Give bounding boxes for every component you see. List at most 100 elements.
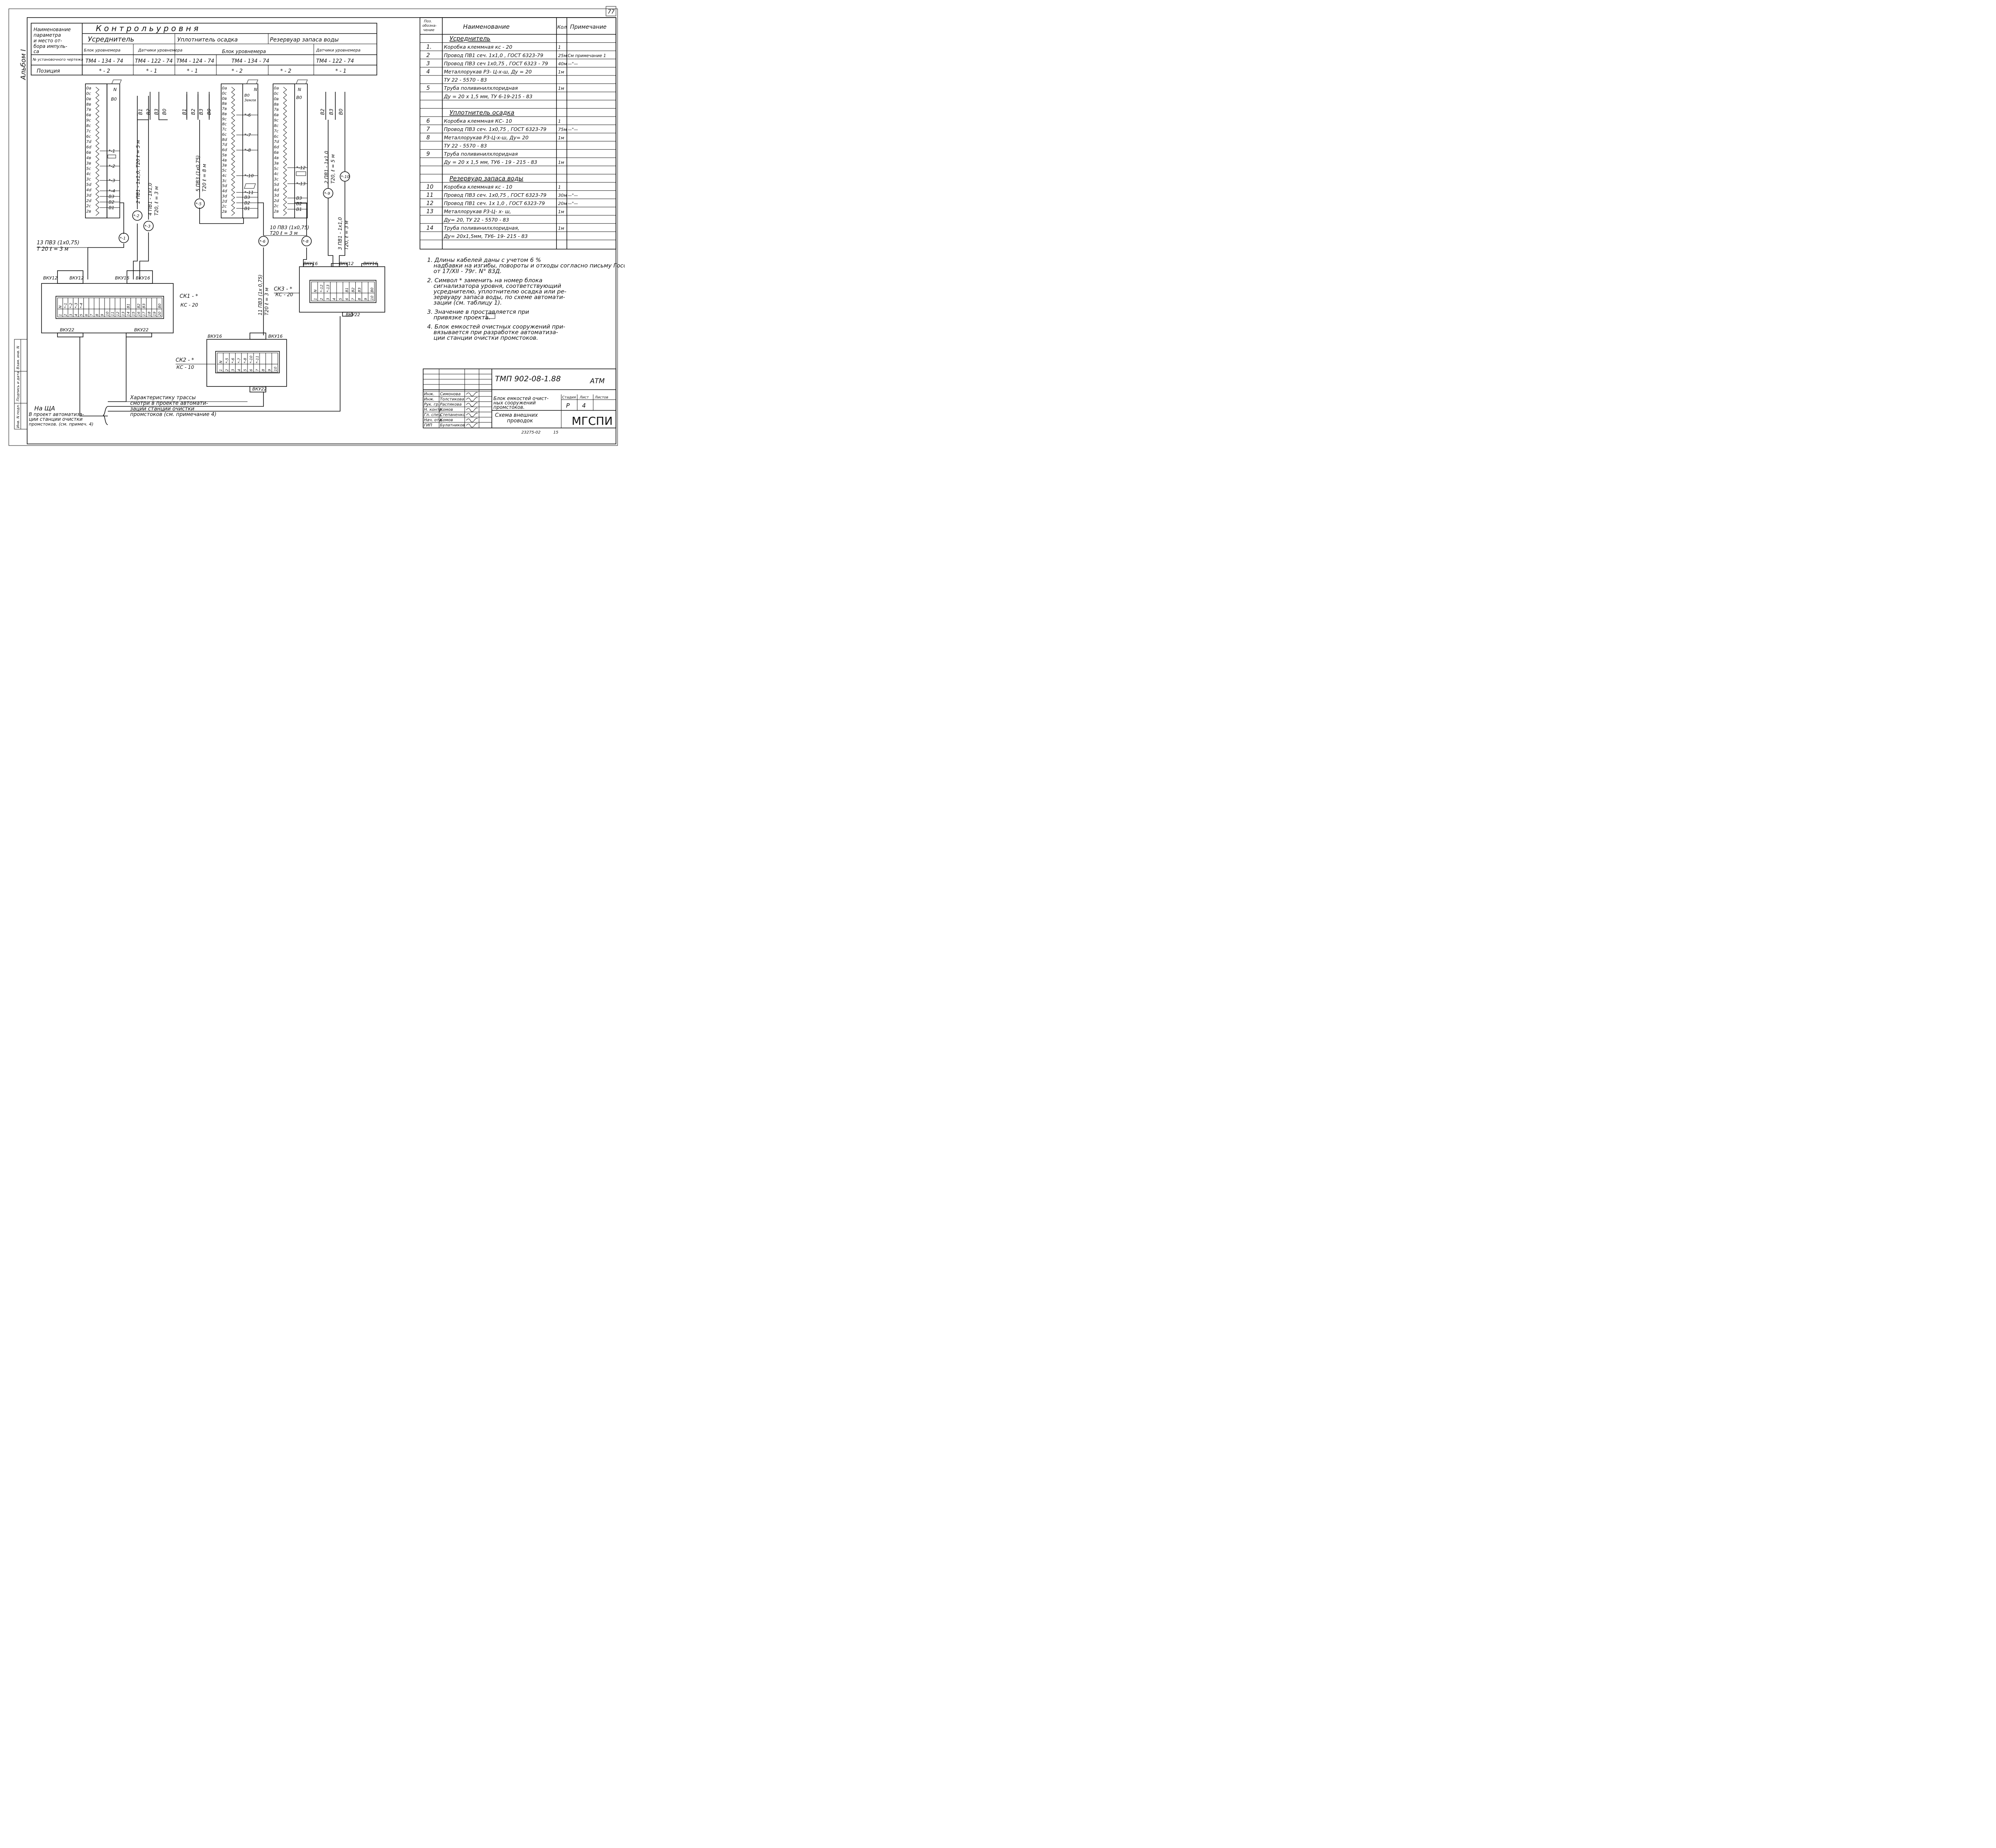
spec-pos: 9: [426, 151, 430, 157]
terminal-label: 4c: [86, 172, 91, 176]
param-label-5: са: [34, 49, 39, 54]
tb-signature: [466, 402, 478, 407]
route-note-2: смотри в проекте автомати-: [130, 400, 208, 406]
terminal-label: 7d: [222, 143, 227, 147]
param-title: К о н т р о л ь у р о в н я: [96, 24, 198, 33]
doc-code: ТМП 902-08-1.88: [495, 374, 561, 383]
cell-number: 4: [74, 314, 78, 316]
param-label-1: Наименование: [34, 27, 71, 32]
spec-pos: 13: [426, 208, 434, 215]
cell-number: 1: [59, 314, 63, 316]
strip-tag: N: [298, 87, 301, 92]
run-c5-down: [199, 208, 244, 224]
spec-pos: 8: [426, 135, 430, 141]
spec-pos: 6: [426, 118, 430, 125]
terminal-label: 3d: [274, 193, 279, 198]
tb-role: Гл. спец.: [424, 413, 443, 417]
spec-qty: 30м: [558, 193, 567, 198]
wiring-diagram: 0a0c0в8в7в6в9c8c7c6c7d6d6в4в3в5c4c3c5d4d…: [29, 79, 385, 427]
spec-name: Ду = 20 х 1,5 мм, ТУ 6-19-215 - 83: [444, 93, 533, 99]
doc-title-2: ных сооружений: [493, 400, 536, 406]
strip-tag: В0: [244, 93, 250, 98]
terminal-label: 0c: [86, 91, 91, 96]
cell-number: 1: [219, 369, 223, 371]
terminal-label: 6в: [274, 113, 279, 117]
note-line: 1. Длины кабелей даны с учетом 6 %: [427, 257, 541, 263]
note-line: сигнализатора уровня, соответствующий: [434, 283, 561, 289]
tb-name: Булатников: [440, 423, 465, 428]
cell-number: 7: [352, 298, 356, 300]
strip-tag: В0: [111, 97, 117, 102]
terminal-label: 7d: [274, 140, 279, 144]
cable10-a: 10 ПВ3 (1х0,75): [270, 225, 309, 230]
group-1: Усреднитель: [88, 36, 134, 44]
note-line: 4. Блок емкостей очистных сооружений при…: [427, 324, 565, 330]
drawing-sheet: 77 Альбом I Инв. N подл. Подпись и дата …: [8, 6, 625, 446]
spec-name: Коробка клеммная кс - 10: [444, 184, 512, 190]
cell-tag: В0: [370, 287, 374, 292]
cell-number: 2: [225, 369, 229, 371]
terminal-label: 8в: [222, 102, 227, 106]
drawing-4: ТМ4 - 134 - 74: [232, 58, 269, 64]
cell-number: 4: [333, 298, 337, 300]
terminal-label: 0a: [274, 86, 279, 91]
terminal-label: 2c: [222, 204, 227, 209]
spec-qty: 40м: [558, 61, 567, 66]
terminal-label: 7в: [274, 108, 279, 112]
value-box-icon: [486, 313, 495, 319]
tb-signature: [466, 413, 478, 417]
sheet-value: 4: [582, 402, 586, 409]
terminal-label: 3c: [222, 179, 227, 183]
shch-2: В проект автоматиза-: [29, 412, 84, 417]
spec-qty: 1: [558, 184, 561, 190]
cell-tag: *-1: [64, 303, 68, 308]
terminal-label: 0c: [274, 91, 279, 96]
spec-section: Резервуар запаса воды: [449, 175, 523, 182]
note-line: вязывается при разработке автоматиза-: [434, 329, 558, 336]
cable-circle: [323, 188, 333, 198]
tb-signature: [466, 423, 478, 428]
spec-note: См примечание 1: [568, 53, 606, 58]
wire-b2-b: В2: [190, 109, 196, 115]
spec-name: ТУ 22 - 5570 - 83: [444, 143, 487, 149]
cell-tag: В3: [358, 287, 362, 292]
route-d: [79, 337, 108, 416]
tb-signature: [466, 392, 478, 396]
spec-section: Уплотнитель осадка: [449, 109, 514, 116]
spec-qty: 1м: [558, 69, 564, 75]
terminal-label: 6в: [86, 113, 91, 117]
terminal-label: 6c: [86, 135, 91, 139]
stamp-inv: Инв. N подл.: [16, 404, 20, 428]
position-6: * - 1: [335, 68, 347, 74]
terminal-label: 4в: [222, 158, 227, 162]
cell-number: 10: [274, 366, 278, 371]
terminal-label: 2в: [222, 210, 227, 214]
spec-qty: 1м: [558, 160, 564, 165]
terminal-label: 2в: [274, 210, 279, 214]
cell-number: 5: [339, 298, 343, 300]
cable11-b: Т20 ℓ = 3 м: [264, 287, 269, 315]
cable2b-b: Т20, ℓ = 5 м: [330, 154, 336, 184]
vku16-a: ВКУ16: [115, 275, 129, 281]
doc-mark: АТМ: [590, 377, 605, 385]
placeholder-box-icon: [111, 79, 122, 84]
spec-head-pos: Поз.: [424, 20, 432, 24]
tb-name: Симонова: [440, 392, 461, 396]
vku16-b: ВКУ16: [136, 275, 150, 281]
spec-qty: 20м: [558, 201, 567, 206]
terminal-label: 5c: [86, 166, 91, 171]
spec-head-note: Примечание: [570, 24, 606, 30]
spec-name: Провод ПВ3 сеч. 1х0,75 , ГОСТ 6323-79: [444, 126, 547, 132]
cell-number: 9: [268, 369, 272, 371]
terminal-label: 8c: [274, 124, 279, 128]
strip-tag: В0: [296, 95, 302, 100]
spec-name: Ду = 20 х 1,5 мм, ТУ6 - 19 - 215 - 83: [444, 159, 537, 165]
cell-number: 15: [132, 311, 136, 316]
cell-tag: *-11: [255, 356, 259, 363]
spec-note: —"—: [568, 202, 578, 206]
cable5-a: 5 ПВ3 (1х0,75): [195, 155, 201, 192]
terminal-label: 2d: [86, 199, 91, 203]
terminal-label: 0c: [222, 91, 227, 96]
terminal-label: 4d: [86, 188, 91, 192]
